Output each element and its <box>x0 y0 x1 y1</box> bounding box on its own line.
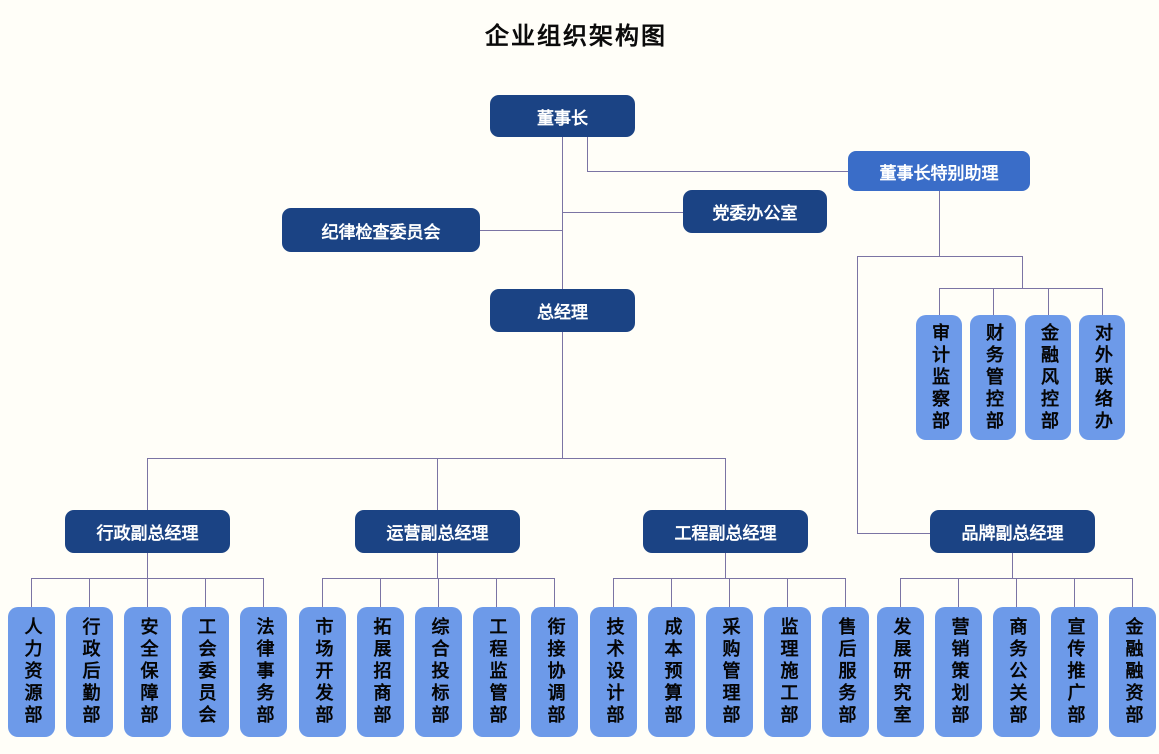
dept-box: 商务公关部 <box>993 607 1040 737</box>
dept-box: 人力资源部 <box>8 607 55 737</box>
node-deputy-brand: 品牌副总经理 <box>930 510 1095 553</box>
dept-box: 衔接协调部 <box>531 607 578 737</box>
connector-line <box>993 288 994 315</box>
node-deputy-operations: 运营副总经理 <box>355 510 520 553</box>
dept-box: 安全保障部 <box>124 607 171 737</box>
connector-line <box>1012 553 1013 578</box>
connector-line <box>496 578 497 607</box>
connector-line <box>729 578 730 607</box>
node-discipline-committee: 纪律检查委员会 <box>282 208 480 252</box>
chart-title: 企业组织架构图 <box>485 22 667 50</box>
connector-line <box>857 533 930 534</box>
connector-line <box>562 137 563 289</box>
dept-box: 发展研究室 <box>877 607 924 737</box>
dept-box: 工会委员会 <box>182 607 229 737</box>
audit-supervision-dept: 审计监察部 <box>916 315 962 440</box>
dept-box: 拓展招商部 <box>357 607 404 737</box>
finance-control-dept: 财务管控部 <box>970 315 1016 440</box>
connector-line <box>1048 288 1049 315</box>
connector-line <box>437 458 438 510</box>
connector-line <box>147 458 148 510</box>
connector-line <box>587 137 588 171</box>
connector-line <box>562 332 563 458</box>
external-liaison-office: 对外联络办 <box>1079 315 1125 440</box>
node-chairman: 董事长 <box>490 95 635 137</box>
node-deputy-admin: 行政副总经理 <box>65 510 230 553</box>
connector-line <box>1022 256 1023 288</box>
connector-line <box>89 578 90 607</box>
connector-line <box>939 288 940 315</box>
dept-box: 售后服务部 <box>822 607 869 737</box>
dept-box: 金融融资部 <box>1109 607 1156 737</box>
connector-line <box>562 212 683 213</box>
connector-line <box>438 578 439 607</box>
connector-line <box>845 578 846 607</box>
node-general-manager: 总经理 <box>490 289 635 332</box>
connector-line <box>958 578 959 607</box>
dept-box: 成本预算部 <box>648 607 695 737</box>
dept-box: 监理施工部 <box>764 607 811 737</box>
dept-box: 市场开发部 <box>299 607 346 737</box>
dept-box: 工程监管部 <box>473 607 520 737</box>
connector-line <box>380 578 381 607</box>
connector-line <box>857 256 858 533</box>
connector-line <box>1016 578 1017 607</box>
node-party-office: 党委办公室 <box>683 190 827 233</box>
connector-line <box>939 288 1102 289</box>
connector-line <box>671 578 672 607</box>
connector-line <box>725 553 726 578</box>
dept-box: 宣传推广部 <box>1051 607 1098 737</box>
connector-line <box>480 230 562 231</box>
connector-line <box>1102 288 1103 315</box>
connector-line <box>554 578 555 607</box>
dept-box: 法律事务部 <box>240 607 287 737</box>
dept-box: 采购管理部 <box>706 607 753 737</box>
connector-line <box>725 458 726 510</box>
connector-line <box>613 578 614 607</box>
connector-line <box>147 458 726 459</box>
connector-line <box>437 553 438 578</box>
connector-line <box>263 578 264 607</box>
connector-line <box>147 578 148 607</box>
connector-line <box>1132 578 1133 607</box>
connector-line <box>900 578 901 607</box>
dept-box: 技术设计部 <box>590 607 637 737</box>
connector-line <box>205 578 206 607</box>
financial-risk-dept: 金融风控部 <box>1025 315 1071 440</box>
connector-line <box>31 578 32 607</box>
connector-line <box>939 190 940 256</box>
node-deputy-engineering: 工程副总经理 <box>643 510 808 553</box>
dept-box: 综合投标部 <box>415 607 462 737</box>
connector-line <box>857 256 1022 257</box>
dept-box: 行政后勤部 <box>66 607 113 737</box>
connector-line <box>147 553 148 578</box>
connector-line <box>322 578 323 607</box>
node-special-assistant: 董事长特别助理 <box>848 151 1030 191</box>
connector-line <box>1074 578 1075 607</box>
connector-line <box>587 171 848 172</box>
dept-box: 营销策划部 <box>935 607 982 737</box>
connector-line <box>787 578 788 607</box>
